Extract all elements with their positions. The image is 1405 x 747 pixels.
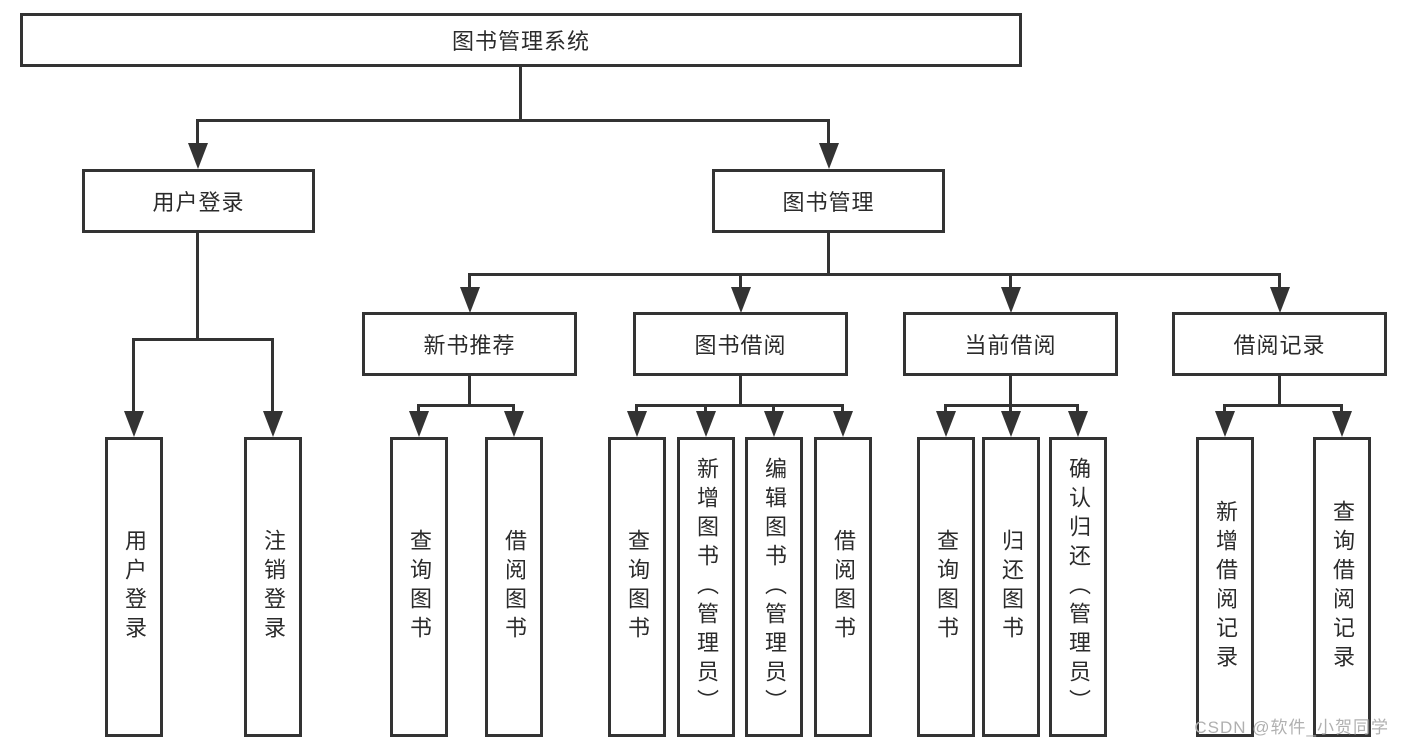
arrow-shaft bbox=[196, 119, 199, 146]
connector-user-login-children bbox=[132, 338, 274, 341]
arrow-down-icon bbox=[1332, 411, 1352, 437]
arrow-down-icon bbox=[1001, 287, 1021, 313]
arrow-shaft bbox=[1278, 273, 1281, 289]
connector-level3 bbox=[468, 273, 1281, 276]
arrow-shaft bbox=[512, 404, 515, 416]
arrow-shaft bbox=[1223, 404, 1226, 416]
arrow-shaft bbox=[271, 338, 274, 414]
arrow-down-icon bbox=[1215, 411, 1235, 437]
arrow-down-icon bbox=[1068, 411, 1088, 437]
connector-stub bbox=[739, 374, 742, 407]
node-new-book-recommendation: 新书推荐 bbox=[362, 312, 577, 376]
node-book-management: 图书管理 bbox=[712, 169, 945, 233]
connector-book-mgmt-stub bbox=[827, 231, 830, 275]
leaf-logout: 注销登录 bbox=[244, 437, 302, 737]
leaf-query-borrow-record: 查询借阅记录 bbox=[1313, 437, 1371, 737]
arrow-down-icon bbox=[819, 143, 839, 169]
leaf-add-borrow-record: 新增借阅记录 bbox=[1196, 437, 1254, 737]
arrow-shaft bbox=[772, 404, 775, 416]
connector-root-stub bbox=[519, 64, 522, 121]
connector-stub bbox=[1009, 374, 1012, 407]
connector-children bbox=[1223, 404, 1343, 407]
watermark: CSDN @软件_小贺同学 bbox=[1194, 718, 1389, 737]
arrow-down-icon bbox=[188, 143, 208, 169]
node-current-borrowing: 当前借阅 bbox=[903, 312, 1118, 376]
arrow-shaft bbox=[417, 404, 420, 416]
leaf-borrow-books: 借阅图书 bbox=[814, 437, 872, 737]
arrow-shaft bbox=[468, 273, 471, 289]
leaf-confirm-return-admin: 确认归还（管理员） bbox=[1049, 437, 1107, 737]
arrow-down-icon bbox=[764, 411, 784, 437]
arrow-down-icon bbox=[833, 411, 853, 437]
arrow-shaft bbox=[841, 404, 844, 416]
arrow-down-icon bbox=[1001, 411, 1021, 437]
arrow-shaft bbox=[1009, 404, 1012, 416]
connector-user-login-stub bbox=[196, 231, 199, 340]
node-book-borrowing: 图书借阅 bbox=[633, 312, 848, 376]
connector-children bbox=[635, 404, 843, 407]
arrow-shaft bbox=[704, 404, 707, 416]
leaf-user-login: 用户登录 bbox=[105, 437, 163, 737]
leaf-return-book: 归还图书 bbox=[982, 437, 1040, 737]
node-user-login: 用户登录 bbox=[82, 169, 315, 233]
arrow-down-icon bbox=[1270, 287, 1290, 313]
arrow-shaft bbox=[1076, 404, 1079, 416]
connector-level2 bbox=[197, 119, 830, 122]
arrow-shaft bbox=[739, 273, 742, 289]
arrow-down-icon bbox=[460, 287, 480, 313]
arrow-down-icon bbox=[627, 411, 647, 437]
arrow-shaft bbox=[132, 338, 135, 414]
arrow-down-icon bbox=[504, 411, 524, 437]
arrow-down-icon bbox=[124, 411, 144, 437]
arrow-shaft bbox=[827, 119, 830, 146]
connector-stub bbox=[1278, 374, 1281, 407]
leaf-edit-book-admin: 编辑图书（管理员） bbox=[745, 437, 803, 737]
arrow-down-icon bbox=[263, 411, 283, 437]
arrow-shaft bbox=[635, 404, 638, 416]
arrow-down-icon bbox=[696, 411, 716, 437]
node-borrowing-records: 借阅记录 bbox=[1172, 312, 1387, 376]
leaf-query-books-borrowing: 查询图书 bbox=[608, 437, 666, 737]
leaf-query-books-current: 查询图书 bbox=[917, 437, 975, 737]
arrow-down-icon bbox=[731, 287, 751, 313]
leaf-borrow-books-recommend: 借阅图书 bbox=[485, 437, 543, 737]
arrow-shaft bbox=[944, 404, 947, 416]
arrow-down-icon bbox=[409, 411, 429, 437]
leaf-add-book-admin: 新增图书（管理员） bbox=[677, 437, 735, 737]
arrow-shaft bbox=[1340, 404, 1343, 416]
connector-children bbox=[417, 404, 515, 407]
arrow-down-icon bbox=[936, 411, 956, 437]
connector-stub bbox=[468, 374, 471, 407]
leaf-query-books-recommend: 查询图书 bbox=[390, 437, 448, 737]
arrow-shaft bbox=[1009, 273, 1012, 289]
node-library-system: 图书管理系统 bbox=[20, 13, 1022, 67]
